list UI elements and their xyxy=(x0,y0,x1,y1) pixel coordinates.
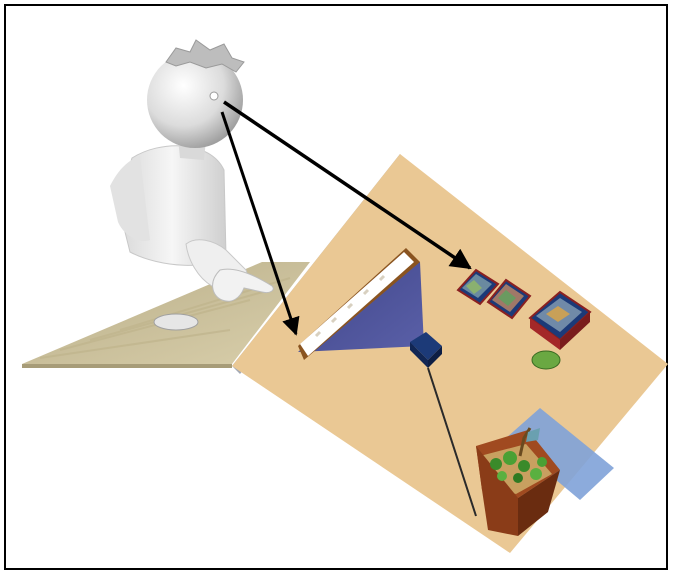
person-figure xyxy=(110,40,273,301)
computer-mouse xyxy=(154,314,198,330)
tilted-screen xyxy=(232,154,668,553)
person-eye xyxy=(210,92,218,100)
green-disc xyxy=(532,351,560,369)
